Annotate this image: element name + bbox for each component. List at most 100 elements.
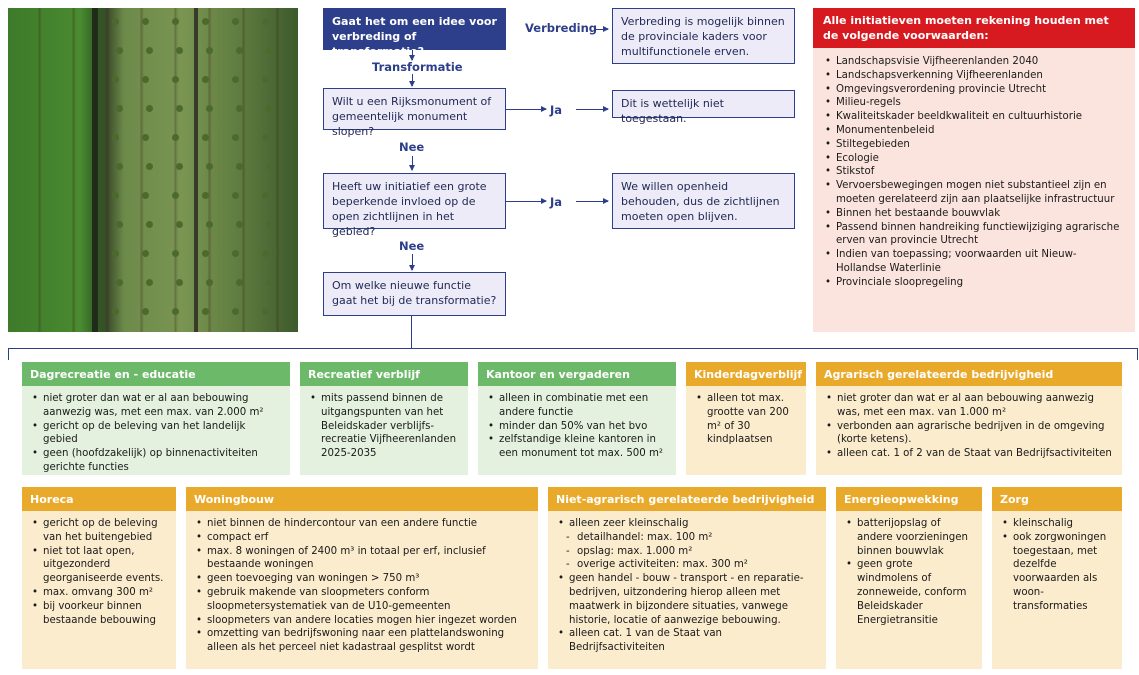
tree-dot xyxy=(206,105,213,112)
tree-dot xyxy=(142,18,149,25)
tree-dot xyxy=(236,47,243,54)
label-transformatie: Transformatie xyxy=(372,60,463,74)
tree-dot xyxy=(112,134,119,141)
list-item: Passend binnen handreiking functiewijzig… xyxy=(825,221,1125,249)
tree-dot xyxy=(176,279,183,286)
list-item: kleinschalig xyxy=(1002,517,1114,531)
tree-dot xyxy=(146,105,153,112)
card-woningbouw: Woningbouw niet binnen de hindercontour … xyxy=(186,487,538,669)
list-item: geen (hoofdzakelijk) op binnenactiviteit… xyxy=(32,447,282,475)
list-item: Binnen het bestaande bouwvlak xyxy=(825,207,1125,221)
tree-dot xyxy=(112,192,119,199)
tree-dot xyxy=(172,76,179,83)
list-item: sloopmeters van andere locaties mogen hi… xyxy=(196,614,530,628)
card-title: Energieopwekking xyxy=(836,487,982,511)
tree-dot xyxy=(236,163,243,170)
list-item: alleen zeer kleinschalig xyxy=(558,517,818,531)
list-item: batterijopslag of andere voorzieningen b… xyxy=(846,517,974,558)
tree-dot xyxy=(262,250,269,257)
tree-dot xyxy=(176,221,183,228)
list-item: niet tot laat open, uitgezonderd georgan… xyxy=(32,545,168,586)
tree-dot xyxy=(142,308,149,315)
question-verbreding-transformatie: Gaat het om een idee voor verbreding of … xyxy=(323,8,506,58)
tree-dot xyxy=(172,250,179,257)
card-title: Niet-agrarisch gerelateerde bedrijvighei… xyxy=(548,487,826,511)
card-horeca: Horeca gericht op de beleving van het bu… xyxy=(22,487,176,669)
conditions-title: Alle initiatieven moeten rekening houden… xyxy=(813,8,1135,48)
list-item: geen handel - bouw - transport - en repa… xyxy=(558,572,818,627)
tree-dot xyxy=(232,76,239,83)
list-item: Ecologie xyxy=(825,152,1125,166)
tree-dot xyxy=(116,279,123,286)
tree-dot xyxy=(176,105,183,112)
tree-dot xyxy=(116,163,123,170)
card-dagrecreatie: Dagrecreatie en - educatie niet groter d… xyxy=(22,362,290,475)
list-item: gericht op de beleving van het landelijk… xyxy=(32,420,282,448)
tree-dot xyxy=(172,308,179,315)
list-item: niet binnen de hindercontour van een and… xyxy=(196,517,530,531)
answer-monument: Dit is wettelijk niet toegestaan. xyxy=(612,90,795,125)
tree-dot xyxy=(202,308,209,315)
tree-dot xyxy=(116,47,123,54)
tree-dot xyxy=(232,18,239,25)
label-verbreding: Verbreding xyxy=(525,21,598,35)
list-item: verbonden aan agrarische bedrijven in de… xyxy=(826,420,1114,448)
list-item: Provinciale sloopregeling xyxy=(825,276,1125,290)
card-recreatief-verblijf: Recreatief verblijf mits passend binnen … xyxy=(300,362,468,475)
list-item: bij voorkeur binnen bestaande bebouwing xyxy=(32,600,168,628)
tree-dot xyxy=(202,250,209,257)
tree-dot xyxy=(232,134,239,141)
label-ja: Ja xyxy=(550,103,563,117)
label-nee: Nee xyxy=(399,239,425,253)
list-item: alleen cat. 1 van de Staat van Bedrijfsa… xyxy=(558,627,818,655)
arrow-right-icon xyxy=(576,198,609,204)
connector-line xyxy=(506,198,547,204)
tree-dot xyxy=(112,18,119,25)
list-item: omzetting van bedrijfswoning naar een pl… xyxy=(196,627,530,655)
list-item: max. 8 woningen of 2400 m³ in totaal per… xyxy=(196,545,530,573)
list-item: Vervoersbewegingen mogen niet substantie… xyxy=(825,179,1125,207)
tree-dot xyxy=(202,76,209,83)
list-item: geen toevoeging van woningen > 750 m³ xyxy=(196,572,530,586)
card-energieopwekking: Energieopwekking batterijopslag of ander… xyxy=(836,487,982,669)
list-item: gebruik makende van sloopmeters conform … xyxy=(196,586,530,614)
tree-dot xyxy=(266,105,273,112)
tree-dot xyxy=(236,221,243,228)
arrow-down-icon xyxy=(409,156,415,171)
list-item: max. omvang 300 m² xyxy=(32,586,168,600)
list-item: zelfstandige kleine kantoren in een monu… xyxy=(488,433,668,461)
tree-dot xyxy=(142,250,149,257)
list-item: niet groter dan wat er al aan bebouwing … xyxy=(32,392,282,420)
tree-dot xyxy=(262,18,269,25)
tree-dot xyxy=(262,76,269,83)
connector-line xyxy=(411,316,412,348)
question-zichtlijnen: Heeft uw initiatief een grote beperkende… xyxy=(323,173,506,238)
aerial-photo xyxy=(8,8,298,332)
tree-dot xyxy=(176,163,183,170)
list-item: Landschapsvisie Vijfheerenlanden 2040 xyxy=(825,55,1125,69)
list-item: Landschapsverkenning Vijfheerenlanden xyxy=(825,69,1125,83)
tree-dot xyxy=(206,47,213,54)
tree-dot xyxy=(232,308,239,315)
card-title: Dagrecreatie en - educatie xyxy=(22,362,290,386)
tree-dot xyxy=(112,76,119,83)
list-item: Stikstof xyxy=(825,165,1125,179)
card-kantoor-vergaderen: Kantoor en vergaderen alleen in combinat… xyxy=(478,362,676,475)
list-item: gericht op de beleving van het buitengeb… xyxy=(32,517,168,545)
list-item: compact erf xyxy=(196,531,530,545)
question-monument: Wilt u een Rijksmonument of gemeentelijk… xyxy=(323,88,506,138)
tree-dot xyxy=(262,192,269,199)
list-subitem: overige activiteiten: max. 300 m² xyxy=(566,558,818,572)
card-title: Woningbouw xyxy=(186,487,538,511)
tree-dot xyxy=(176,47,183,54)
tree-dot xyxy=(202,134,209,141)
label-nee: Nee xyxy=(399,140,425,154)
tree-dot xyxy=(202,18,209,25)
tree-dot xyxy=(266,47,273,54)
list-item: ook zorgwoningen toegestaan, met dezelfd… xyxy=(1002,531,1114,614)
list-item: alleen in combinatie met een andere func… xyxy=(488,392,668,420)
answer-zichtlijnen: We willen openheid behouden, dus de zich… xyxy=(612,173,795,229)
tree-dot xyxy=(142,76,149,83)
tree-dot xyxy=(146,163,153,170)
arrow-down-icon xyxy=(409,74,415,87)
